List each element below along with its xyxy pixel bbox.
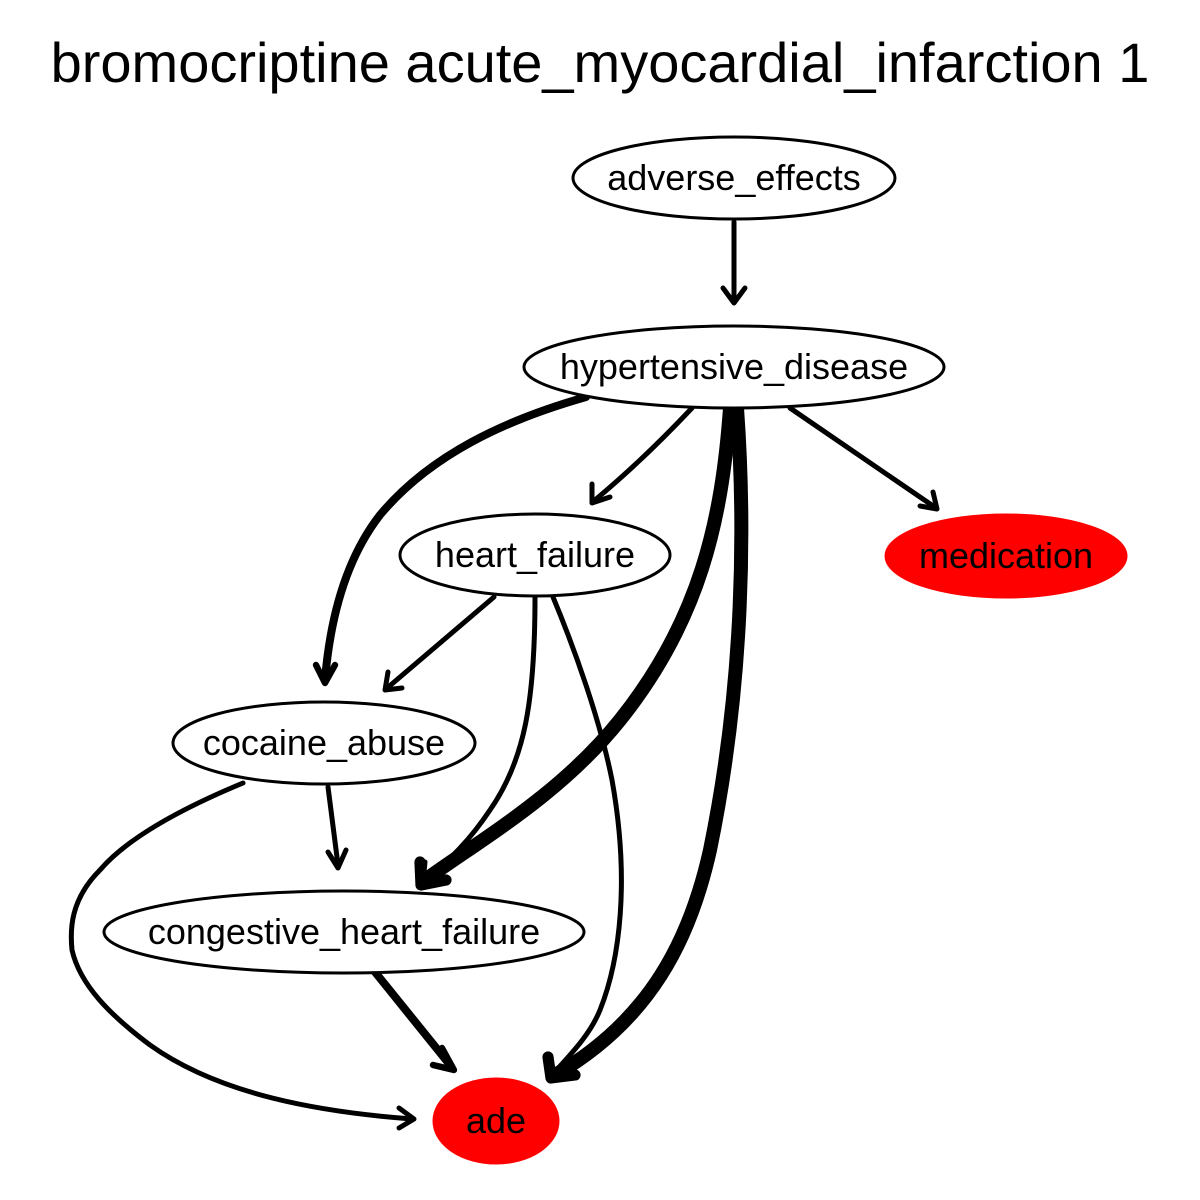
node-label: ade (466, 1100, 526, 1141)
edge-hypertensive-disease-to-cocaine-abuse (312, 393, 590, 687)
node-label: adverse_effects (607, 157, 861, 198)
node-label: congestive_heart_failure (148, 911, 540, 952)
arrowhead-icon (382, 669, 405, 693)
arrowhead-icon (429, 1044, 458, 1074)
edge-congestive-heart-failure-to-ade (371, 968, 458, 1074)
edge-line (325, 784, 341, 868)
arrowhead-icon (917, 489, 940, 512)
edge-heart-failure-to-cocaine-abuse (382, 594, 497, 693)
node-label: cocaine_abuse (203, 722, 445, 763)
node-shape (522, 324, 946, 410)
node-label: heart_failure (435, 534, 635, 575)
edge-line (549, 594, 624, 1078)
edge-hypertensive-disease-to-heart-failure (589, 405, 695, 506)
node-label: hypertensive_disease (560, 346, 908, 387)
node-adverse-effects: adverse_effects (571, 135, 897, 221)
node-ade: ade (432, 1077, 560, 1165)
arrowhead-icon (396, 1105, 417, 1131)
node-hypertensive-disease: hypertensive_disease (522, 324, 946, 410)
node-shape (102, 889, 586, 975)
edge-cocaine-abuse-to-ade (68, 780, 417, 1131)
node-shape (432, 1077, 560, 1165)
arrowhead-icon (325, 847, 349, 871)
node-cocaine-abuse: cocaine_abuse (171, 700, 477, 786)
edge-heart-failure-to-ade (545, 594, 624, 1078)
node-heart-failure: heart_failure (398, 512, 672, 598)
node-shape (171, 700, 477, 786)
edge-line (321, 393, 590, 684)
nodes-layer: adverse_effects hypertensive_diseaseheart… (102, 135, 1128, 1165)
node-congestive-heart-failure: congestive_heart_failure (102, 889, 586, 975)
edge-line (371, 968, 454, 1069)
edge-cocaine-abuse-to-congestive-heart-failure (325, 784, 349, 871)
diagram-title: bromocriptine acute_myocardial_infarctio… (51, 31, 1150, 94)
node-shape (398, 512, 672, 598)
arrowhead-icon (589, 481, 613, 506)
edge-line (383, 594, 497, 692)
node-medication: medication (884, 513, 1128, 599)
edge-adverse-effects-to-hypertensive-disease (720, 219, 748, 306)
edge-line (592, 405, 695, 503)
edge-line (68, 780, 415, 1122)
edge-line (418, 401, 737, 887)
node-shape (884, 513, 1128, 599)
arrowhead-icon (312, 661, 339, 687)
node-shape (571, 135, 897, 221)
arrowhead-icon (420, 859, 445, 885)
edge-line (787, 405, 939, 511)
edge-line (548, 401, 749, 1082)
edge-hypertensive-disease-to-medication (787, 405, 940, 512)
edges-layer (68, 219, 940, 1131)
edge-line (422, 594, 538, 883)
node-label: medication (919, 535, 1093, 576)
edge-heart-failure-to-congestive-heart-failure (420, 594, 538, 885)
arrowhead-icon (545, 1054, 570, 1078)
arrowhead-icon (720, 285, 748, 306)
